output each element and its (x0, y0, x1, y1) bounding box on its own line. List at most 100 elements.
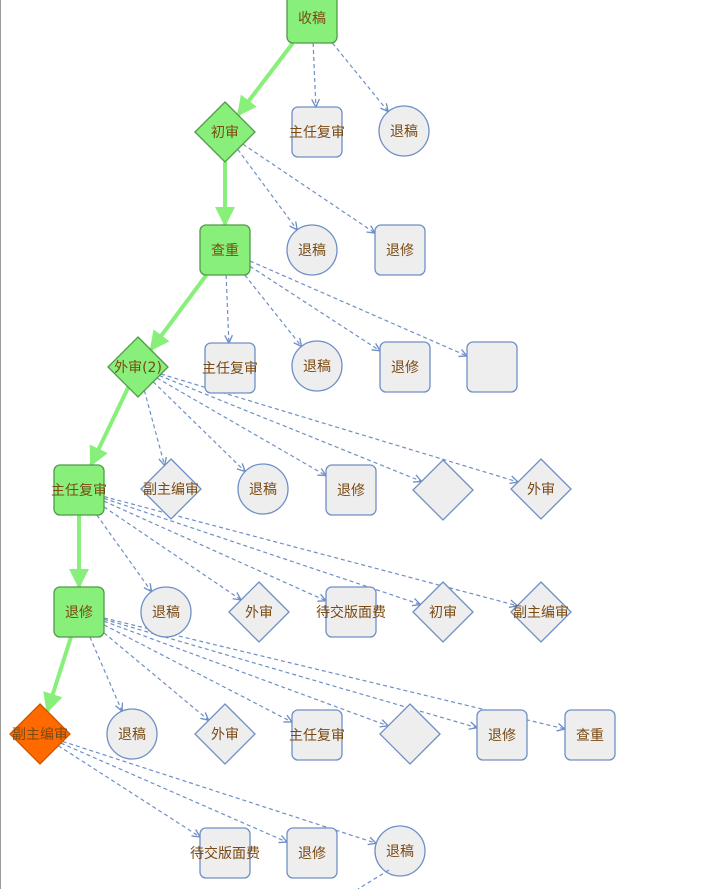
node-label: 退稿 (386, 844, 414, 860)
edge-branch-n12-n15 (156, 377, 326, 476)
node-label: 外审 (245, 605, 273, 621)
edge-branch-n4-n6 (242, 143, 375, 233)
node-shape (237, 463, 289, 515)
edge-branch-n31-n34 (62, 740, 377, 843)
node-label: 收稿 (298, 11, 326, 27)
node-label: 主任复审 (289, 727, 345, 744)
node-shape (510, 581, 572, 643)
node-label: 查重 (576, 728, 604, 744)
node-n2-rect[interactable]: 主任复审 (289, 106, 345, 158)
node-n13-diamond[interactable]: 副主编审 (140, 458, 202, 520)
node-shape (379, 703, 441, 765)
node-shape (228, 581, 290, 643)
edge-branch-n1-n2 (313, 42, 316, 107)
edge-main-n1-n4 (236, 41, 295, 117)
node-label: 主任复审 (202, 360, 258, 377)
node-n17-diamond[interactable]: 外审 (510, 458, 572, 520)
node-n7-rect[interactable]: 查重 (199, 224, 251, 276)
node-label: 外审(2) (114, 360, 162, 376)
node-label: 退修 (65, 605, 93, 621)
edge-main-n7-n12 (149, 273, 209, 352)
node-shape (194, 101, 256, 163)
node-n15-rect[interactable]: 退修 (325, 464, 377, 516)
node-label: 退稿 (298, 243, 326, 259)
node-label: 主任复审 (51, 482, 107, 499)
node-shape (199, 224, 251, 276)
edge-branch-n12-n16 (159, 375, 421, 482)
edge-main-n12-n18 (89, 386, 131, 467)
node-n21-rect[interactable]: 待交版面费 (316, 586, 386, 638)
node-n1-rect[interactable]: 收稿 (286, 0, 338, 44)
node-n33-rect[interactable]: 退修 (286, 827, 338, 879)
node-shape (466, 341, 518, 393)
node-shape (286, 827, 338, 879)
node-n20-diamond[interactable]: 外审 (228, 581, 290, 643)
node-n28-diamond[interactable] (379, 703, 441, 765)
node-shape (286, 0, 338, 44)
node-shape (374, 224, 426, 276)
node-n23-diamond[interactable]: 副主编审 (510, 581, 572, 643)
edge-branch-n12-n17 (160, 373, 518, 482)
edge-branch-n18-n21 (103, 500, 326, 601)
edge-fragment (357, 869, 390, 889)
node-label: 副主编审 (513, 605, 569, 621)
node-n10-rect[interactable]: 退修 (379, 341, 431, 393)
node-label: 初审 (429, 604, 457, 621)
node-shape (291, 709, 343, 761)
node-label: 初审 (211, 124, 239, 141)
node-n22-diamond[interactable]: 初审 (412, 581, 474, 643)
node-shape (476, 709, 528, 761)
edge-branch-n24-n26 (103, 632, 209, 720)
node-shape (199, 827, 251, 879)
node-shape (374, 825, 426, 877)
node-n5-circle[interactable]: 退稿 (286, 224, 338, 276)
node-label: 退修 (386, 243, 414, 259)
node-n11-rect[interactable] (466, 341, 518, 393)
node-n30-rect[interactable]: 查重 (564, 709, 616, 761)
node-n4-diamond[interactable]: 初审 (194, 101, 256, 163)
node-shape (378, 105, 430, 157)
node-label: 退稿 (249, 482, 277, 498)
edge-branch-n1-n3 (331, 42, 388, 112)
node-n24-rect[interactable]: 退修 (53, 586, 105, 638)
edge-branch-n18-n19 (96, 514, 152, 592)
node-n6-rect[interactable]: 退修 (374, 224, 426, 276)
node-n27-rect[interactable]: 主任复审 (289, 709, 345, 761)
node-n16-diamond[interactable] (412, 459, 474, 521)
node-n9-circle[interactable]: 退稿 (291, 340, 343, 392)
node-n3-circle[interactable]: 退稿 (378, 105, 430, 157)
node-n12-diamond[interactable]: 外审(2) (107, 336, 169, 398)
node-shape (140, 586, 192, 638)
edge-branch-n7-n11 (249, 260, 467, 356)
node-n26-diamond[interactable]: 外审 (194, 703, 256, 765)
node-shape (140, 458, 202, 520)
edge-branch-n7-n9 (244, 274, 302, 346)
node-shape (291, 106, 343, 158)
node-n31-diamond[interactable]: 副主编审 (9, 703, 71, 765)
node-shape (379, 341, 431, 393)
node-n25-circle[interactable]: 退稿 (106, 708, 158, 760)
edge-main-n24-n31 (43, 636, 73, 714)
node-label: 退稿 (303, 359, 331, 375)
node-n34-circle[interactable]: 退稿 (374, 825, 426, 877)
nodes-layer: 收稿主任复审退稿初审退稿退修查重主任复审退稿退修外审(2)副主编审退稿退修外审主… (9, 0, 616, 879)
node-label: 待交版面费 (316, 604, 386, 621)
node-n8-rect[interactable]: 主任复审 (202, 342, 258, 394)
node-shape (564, 709, 616, 761)
node-label: 待交版面费 (190, 845, 260, 862)
node-shape (9, 703, 71, 765)
edge-branch-n4-n5 (237, 148, 298, 230)
canvas-left-border (0, 0, 1, 889)
node-n14-circle[interactable]: 退稿 (237, 463, 289, 515)
node-n29-rect[interactable]: 退修 (476, 709, 528, 761)
node-n19-circle[interactable]: 退稿 (140, 586, 192, 638)
node-shape (107, 336, 169, 398)
edge-branch-n12-n14 (152, 381, 245, 472)
edge-branch-n24-n25 (89, 636, 122, 711)
node-n18-rect[interactable]: 主任复审 (51, 464, 107, 516)
node-shape (412, 459, 474, 521)
node-label: 外审 (527, 482, 555, 498)
node-label: 查重 (211, 243, 239, 259)
node-n32-rect[interactable]: 待交版面费 (190, 827, 260, 879)
